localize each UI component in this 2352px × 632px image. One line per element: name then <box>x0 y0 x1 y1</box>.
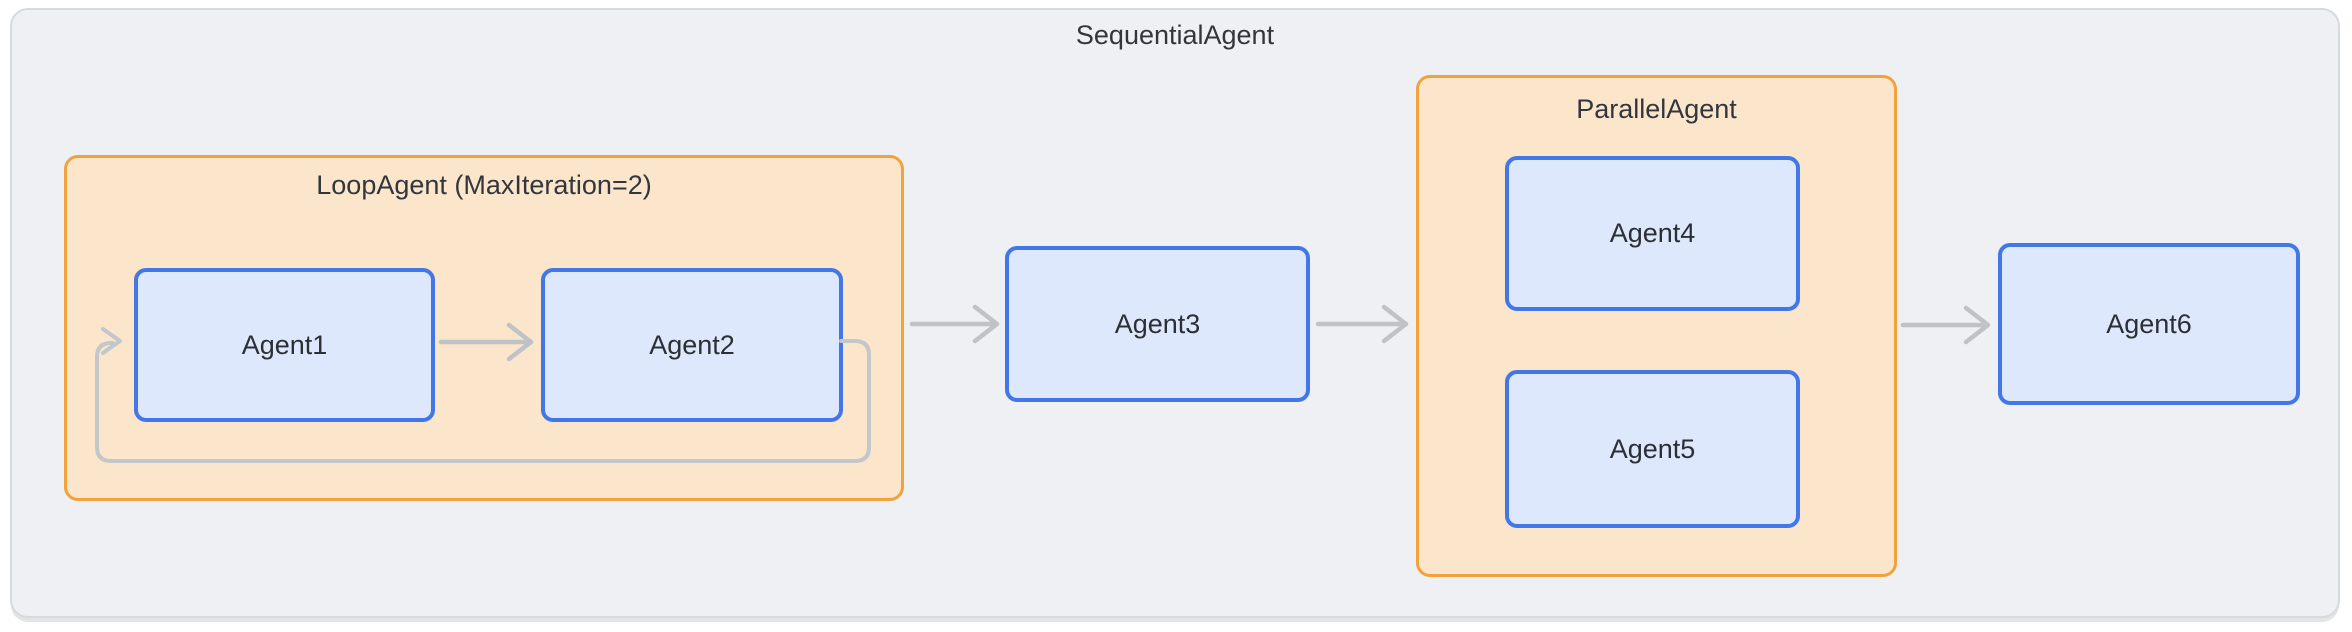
node-agent5-label: Agent5 <box>1609 433 1696 464</box>
node-agent4-label: Agent4 <box>1609 218 1696 248</box>
node-agent2: Agent2 <box>541 268 843 422</box>
node-agent3: Agent3 <box>1005 246 1310 402</box>
sequential-agent-title: SequentialAgent <box>1075 20 1275 50</box>
node-agent2-label: Agent2 <box>649 329 735 360</box>
node-agent3-label: Agent3 <box>1114 308 1201 339</box>
node-agent6: Agent6 <box>1998 243 2300 405</box>
node-agent5: Agent5 <box>1505 370 1800 528</box>
loop-agent-title: LoopAgent (MaxIteration=2) <box>316 170 652 200</box>
loop-agent-group: LoopAgent (MaxIteration=2) Agent1 Agent2 <box>64 155 904 501</box>
node-agent4: Agent4 <box>1505 156 1800 311</box>
parallel-agent-group: ParallelAgent Agent4 Agent5 <box>1416 75 1897 577</box>
node-agent6-label: Agent6 <box>2106 308 2192 339</box>
node-agent1-label: Agent1 <box>241 329 328 360</box>
node-agent1: Agent1 <box>134 268 435 422</box>
parallel-agent-title: ParallelAgent <box>1576 94 1737 124</box>
